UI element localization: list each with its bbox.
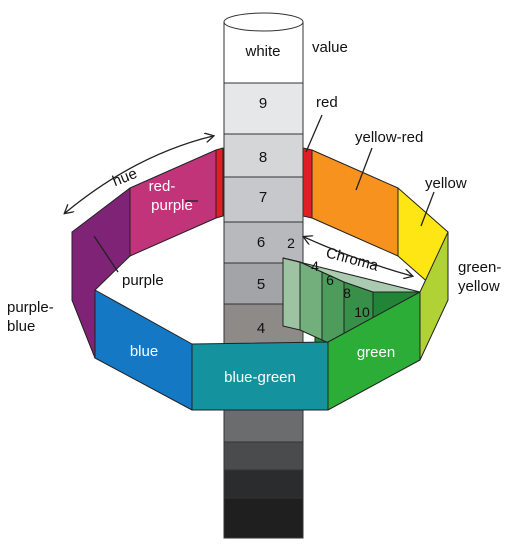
label-red-purple-line2: purple [151,197,193,214]
hue-panel-yellow-red [311,149,399,257]
label-yellow-red: yellow-red [355,129,423,146]
value-segment-7 [223,175,304,223]
chroma-arrow [304,237,412,276]
label-red-purple-line1: red- [149,178,176,195]
chroma-label-2: 2 [287,235,295,251]
value-segment-9 [223,81,304,135]
label-red: red [316,94,338,111]
hue-panel-red-right [302,147,313,219]
label-green: green [357,344,395,361]
label-green-yellow-line1: green- [458,259,501,276]
chroma-label-6: 6 [326,272,334,288]
value-level-5: 5 [257,276,265,293]
value-level-4: 4 [257,320,265,337]
chroma-label-4: 4 [311,258,319,274]
chroma-label-8: 8 [343,285,351,301]
chroma-label-10: 10 [354,304,370,320]
hue-panel-red-left [215,147,224,219]
value-level-7: 7 [259,189,267,206]
leader-yellow-red [355,147,373,191]
leader-purple [93,235,119,273]
hue-arrow [65,136,213,213]
value-top-label: white [244,43,280,60]
label-blue: blue [130,343,158,360]
label-blue-green: blue-green [224,369,296,386]
leader-yellow [420,191,435,227]
hue-panel-blue-green [191,341,329,411]
value-axis-label: value [312,39,348,56]
cylinder-top [223,12,304,32]
value-level-9: 9 [259,95,267,112]
value-level-8: 8 [259,149,267,166]
value-column [223,12,304,539]
chroma-step-2 [282,257,301,331]
value-level-6: 6 [257,234,265,251]
label-green-yellow-line2: yellow [458,278,500,295]
label-purple-blue-line2: blue [7,318,35,335]
label-purple-blue-line1: purple- [7,299,54,316]
leader-red [305,114,323,153]
label-yellow: yellow [425,175,467,192]
value-segment-white [223,21,304,84]
label-purple: purple [122,272,164,289]
